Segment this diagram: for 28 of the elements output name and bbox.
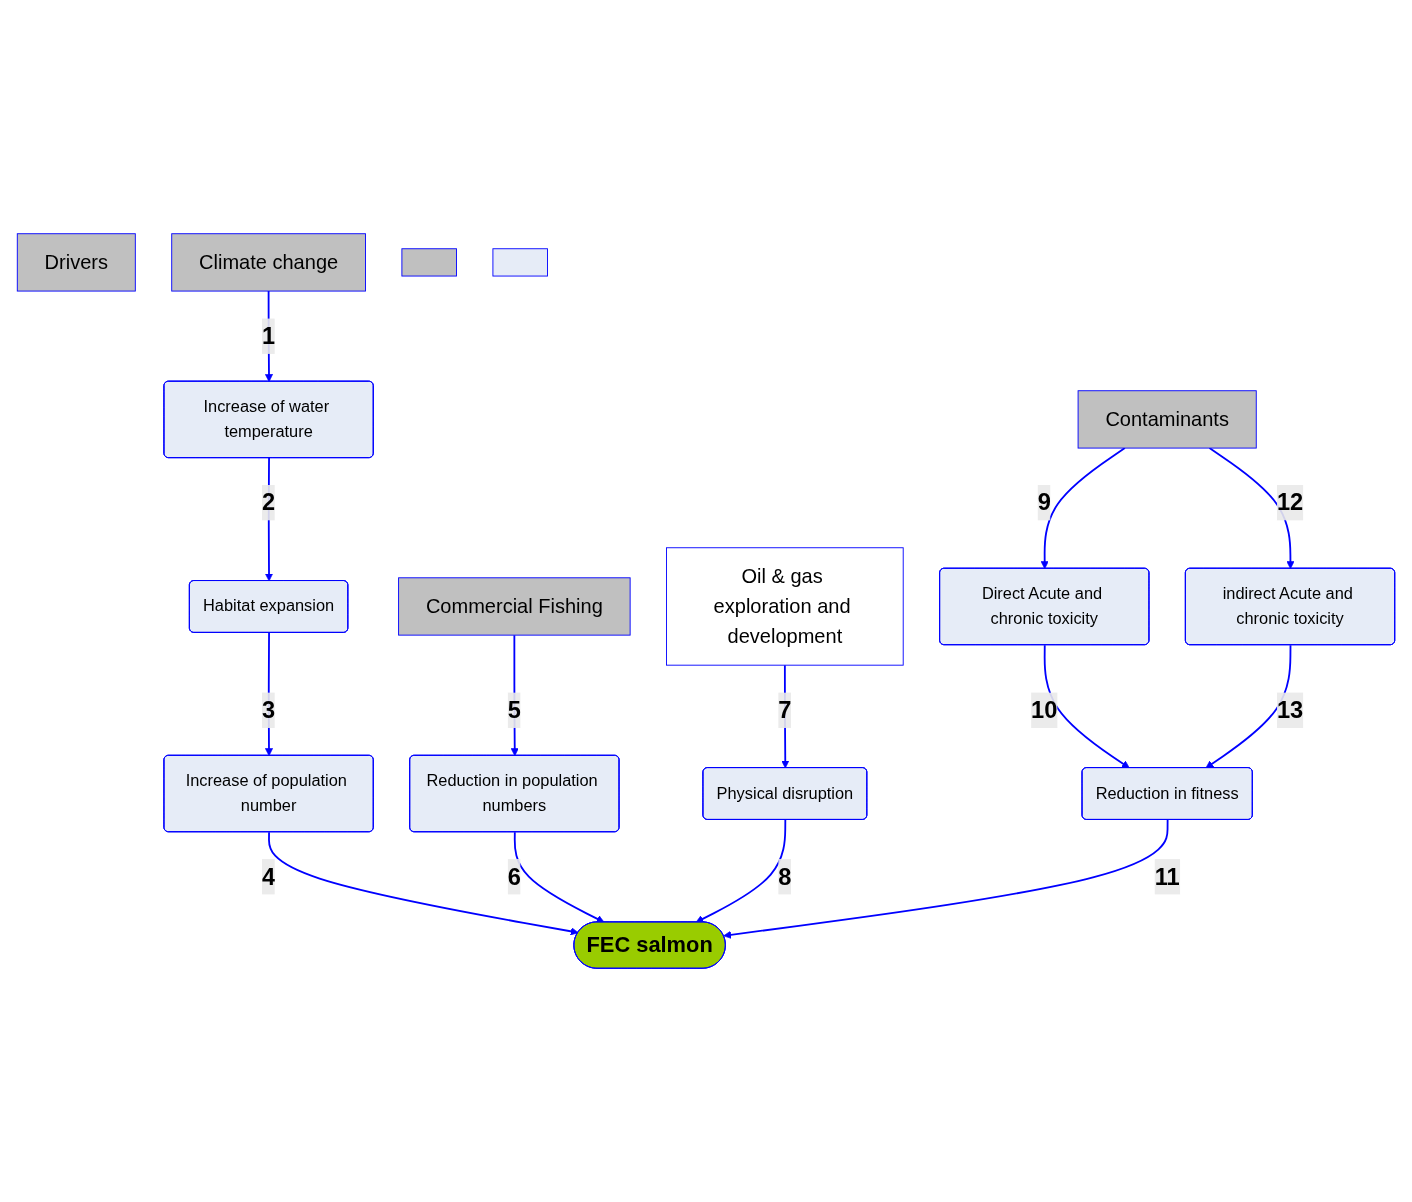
edge-label: 2 [262,488,276,516]
node-box [492,248,548,277]
node-box: Commercial Fishing [398,577,631,636]
node-box: Oil & gas exploration and development [666,547,904,666]
arrow [513,831,605,923]
node-box: Climate change [171,233,366,292]
edge-label: 7 [778,696,792,724]
edge-label: 10 [1031,696,1058,724]
arrow [1040,447,1126,570]
edge-label: 8 [778,862,792,890]
edge-label: 5 [507,696,521,724]
edge-label: 1 [262,322,276,350]
node-box: Drivers [16,233,136,292]
arrow [268,831,579,936]
edge-label: 3 [262,696,276,724]
edge-label: 4 [262,862,276,890]
edge-label: 12 [1276,488,1304,516]
node-box: Contaminants [1077,390,1257,449]
edge-label: 13 [1276,696,1304,724]
arrow [1205,644,1292,769]
arrow [723,819,1169,939]
edge-label: 11 [1154,862,1180,890]
arrow [1043,644,1130,769]
edge-label: 9 [1037,488,1051,516]
arrow [695,819,787,923]
node-box [401,248,457,277]
arrow [1208,447,1295,570]
edge-label: 6 [507,862,521,890]
